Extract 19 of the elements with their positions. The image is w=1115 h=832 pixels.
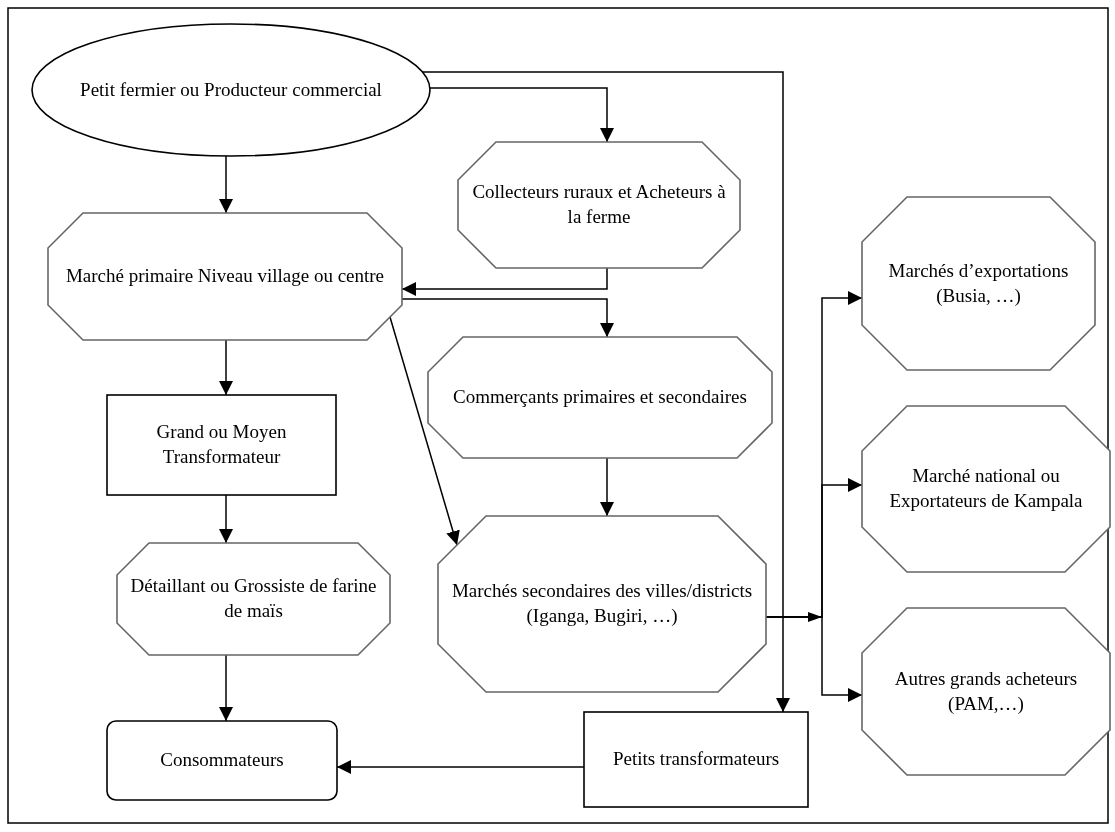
arrow	[219, 494, 233, 544]
node-label: Petit fermier ou Producteur commercial	[79, 77, 383, 102]
node-label: Commerçants primaires et secondaires	[452, 385, 748, 410]
arrow	[429, 87, 614, 143]
node-label: Collecteurs ruraux et Acheteurs à la ferme	[471, 180, 727, 229]
node-label: Marché primaire Niveau village ou centre	[64, 264, 386, 289]
node-label: Marchés secondaires des villes/districts (Iganga, Bugiri, …)	[450, 579, 754, 628]
node-label: Marché national ou Exportateurs de Kampala	[888, 464, 1084, 513]
node-label: Détaillant ou Grossiste de farine de maïs	[129, 574, 378, 623]
node-label: Marchés d’exportations (Busia, …)	[887, 258, 1070, 308]
node-label: Autres grands acheteurs (PAM,…)	[893, 666, 1079, 716]
node-label: Consommateurs	[159, 748, 285, 773]
arrow	[219, 339, 233, 396]
node-label: Grand ou Moyen Transformateur	[155, 420, 288, 469]
arrow	[219, 155, 233, 214]
node-label: Petits transformateurs	[611, 747, 781, 772]
arrow	[219, 654, 233, 722]
arrow	[389, 316, 460, 546]
arrow	[600, 457, 614, 517]
